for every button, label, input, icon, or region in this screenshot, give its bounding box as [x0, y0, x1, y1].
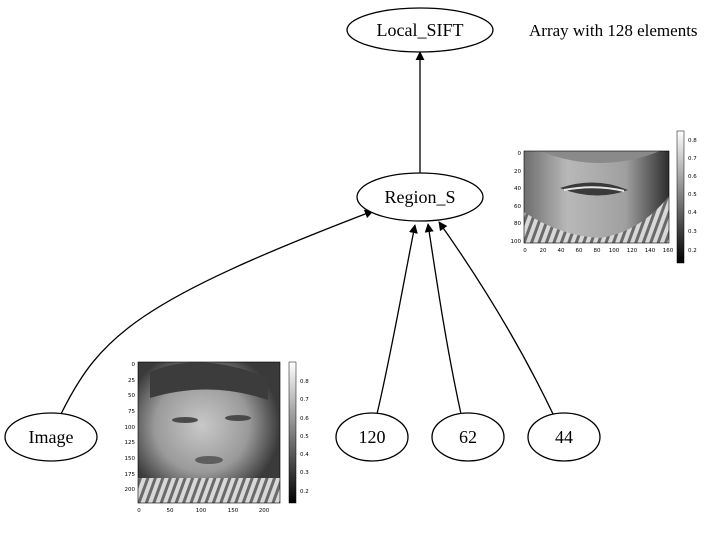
mouth-y-tick: 100 — [511, 239, 522, 245]
face-colorbar-tick: 0.5 — [300, 434, 309, 440]
face-y-tick: 50 — [128, 393, 135, 399]
edge-62-to-region — [424, 223, 462, 415]
face-y-tick: 75 — [128, 409, 135, 415]
mouth-x-tick: 160 — [663, 248, 674, 254]
edges — [60, 51, 554, 415]
node-region-s-label: Region_S — [384, 187, 455, 207]
mouth-colorbar-tick: 0.6 — [688, 174, 697, 180]
face-colorbar-tick: 0.4 — [300, 452, 309, 458]
face-colorbar-tick: 0.8 — [300, 379, 309, 385]
mouth-colorbar-tick: 0.8 — [688, 138, 697, 144]
node-image: Image — [4, 412, 98, 462]
face-colorbar: 0.8 0.7 0.6 0.5 0.4 0.3 0.2 — [288, 361, 309, 504]
face-x-tick: 0 — [137, 508, 141, 514]
mouth-x-tick: 0 — [523, 248, 527, 254]
node-44-label: 44 — [555, 427, 573, 447]
face-y-axis: 0 25 50 75 100 125 150 175 200 — [125, 362, 136, 493]
face-y-tick: 200 — [125, 487, 136, 493]
face-image-plot: 0 50 100 150 200 0 25 50 75 100 125 150 … — [125, 361, 309, 514]
mouth-colorbar-tick: 0.7 — [688, 156, 697, 162]
face-y-tick: 100 — [125, 425, 136, 431]
face-colorbar-tick: 0.6 — [300, 416, 309, 422]
mouth-x-tick: 140 — [645, 248, 656, 254]
edge-44-to-region — [438, 221, 554, 415]
node-region-s: Region_S — [356, 172, 484, 222]
face-colorbar-tick: 0.3 — [300, 470, 309, 476]
mouth-x-tick: 80 — [594, 248, 601, 254]
mouth-y-tick: 40 — [514, 186, 521, 192]
mouth-y-tick: 60 — [514, 204, 521, 210]
face-y-tick: 25 — [128, 378, 135, 384]
mouth-x-tick: 40 — [558, 248, 565, 254]
face-y-tick: 175 — [125, 472, 136, 478]
face-x-axis: 0 50 100 150 200 — [137, 508, 269, 514]
node-image-label: Image — [29, 427, 74, 447]
face-x-tick: 150 — [228, 508, 239, 514]
mouth-colorbar-tick: 0.4 — [688, 210, 697, 216]
face-x-tick: 50 — [167, 508, 174, 514]
face-y-tick: 125 — [125, 440, 136, 446]
edge-120-to-region — [376, 224, 418, 415]
face-image — [138, 362, 280, 503]
mouth-x-tick: 60 — [576, 248, 583, 254]
face-y-tick: 150 — [125, 456, 136, 462]
node-62: 62 — [431, 412, 505, 462]
mouth-image — [524, 151, 669, 243]
face-x-tick: 200 — [259, 508, 270, 514]
mouth-y-tick: 80 — [514, 221, 521, 227]
face-colorbar-tick: 0.2 — [300, 489, 309, 495]
node-44: 44 — [527, 412, 601, 462]
mouth-region-plot: 0 20 40 60 80 100 120 140 160 0 20 40 60… — [511, 130, 697, 264]
local-sift-annotation: Array with 128 elements — [529, 21, 698, 40]
mouth-colorbar: 0.8 0.7 0.6 0.5 0.4 0.3 0.2 — [676, 130, 697, 264]
node-120: 120 — [335, 412, 409, 462]
mouth-y-axis: 0 20 40 60 80 100 — [511, 151, 522, 245]
mouth-x-axis: 0 20 40 60 80 100 120 140 160 — [523, 248, 673, 254]
node-local-sift: Local_SIFT — [346, 7, 494, 53]
mouth-colorbar-tick: 0.2 — [688, 248, 697, 254]
face-y-tick: 0 — [132, 362, 136, 368]
mouth-x-tick: 20 — [540, 248, 547, 254]
node-120-label: 120 — [359, 427, 386, 447]
mouth-y-tick: 0 — [518, 151, 522, 157]
edge-image-to-region — [60, 209, 374, 415]
mouth-colorbar-tick: 0.3 — [688, 229, 697, 235]
node-local-sift-label: Local_SIFT — [377, 20, 464, 40]
face-colorbar-tick: 0.7 — [300, 397, 309, 403]
node-62-label: 62 — [459, 427, 477, 447]
mouth-x-tick: 120 — [627, 248, 638, 254]
mouth-y-tick: 20 — [514, 169, 521, 175]
mouth-x-tick: 100 — [609, 248, 620, 254]
face-x-tick: 100 — [196, 508, 207, 514]
mouth-colorbar-tick: 0.5 — [688, 192, 697, 198]
